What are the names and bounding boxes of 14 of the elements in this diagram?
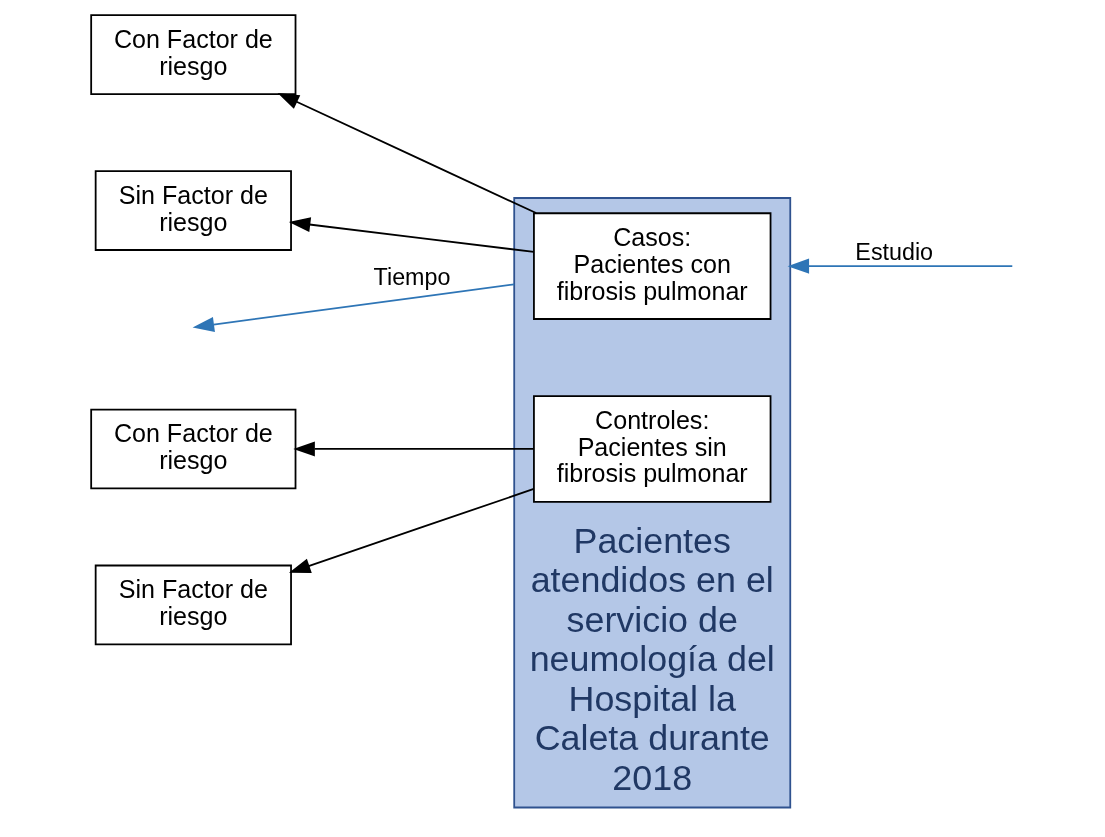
arrow [288,217,535,253]
arrow [787,258,1014,274]
node-box: Casos: Pacientes con fibrosis pulmonar [533,212,772,320]
node-box: Sin Factor de riesgo [94,170,292,251]
arrow [277,92,538,214]
node-box: Con Factor de riesgo [90,408,297,490]
arrow [192,283,516,333]
node-box: Con Factor de riesgo [90,14,297,95]
edge-label: Tiempo [373,263,451,290]
node-box: Controles: Pacientes sin fibrosis pulmonar [533,395,772,503]
edge-label: Estudio [855,238,934,265]
node-box: Sin Factor de riesgo [94,564,292,646]
arrow [293,441,535,457]
arrow [288,488,535,573]
